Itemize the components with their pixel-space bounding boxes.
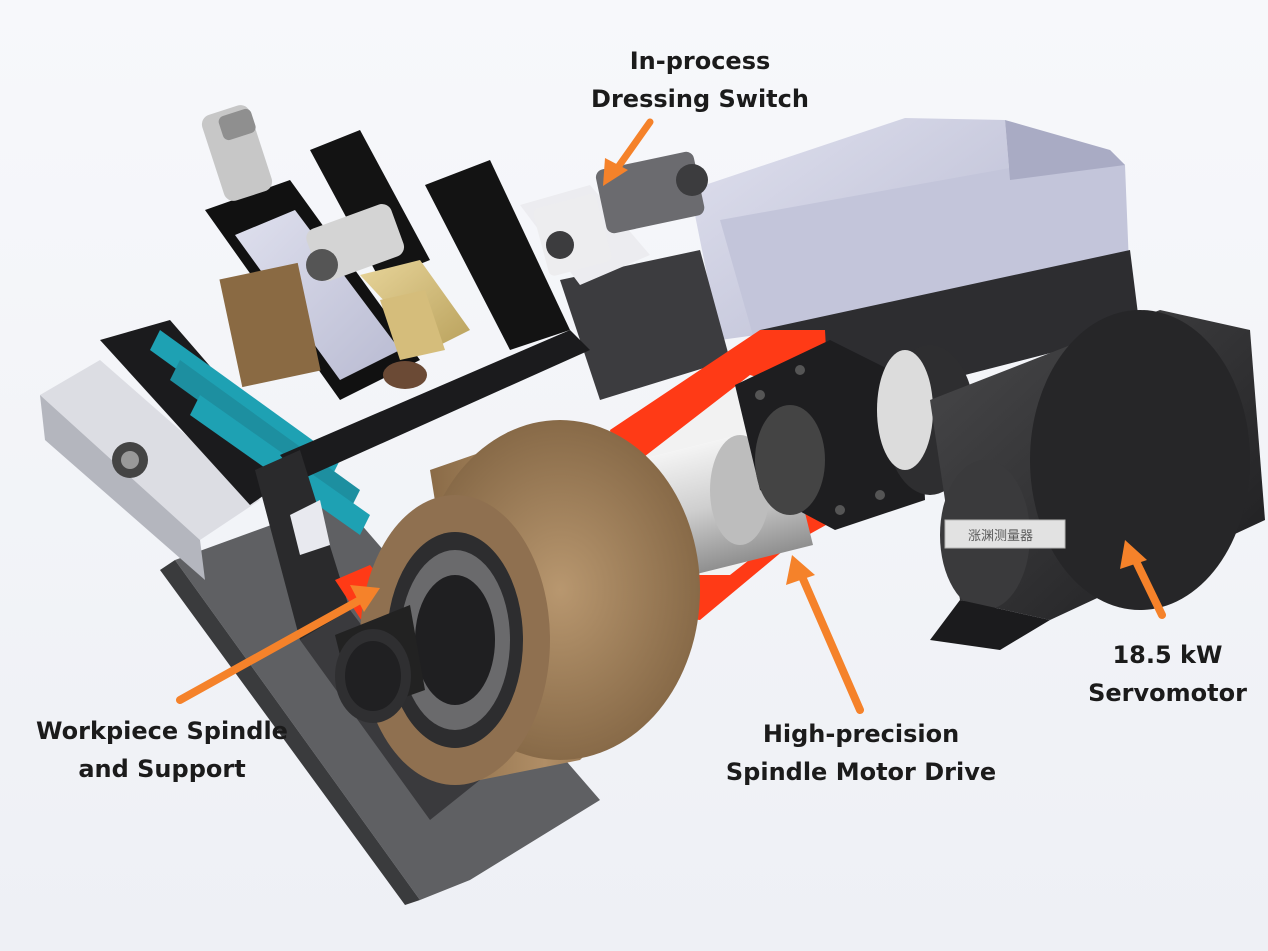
label-dressing-switch-line2: Dressing Switch <box>591 85 809 113</box>
label-servomotor-line2: Servomotor <box>1088 679 1247 707</box>
dressing-switch <box>533 151 708 276</box>
arrow-spindle-motor-drive <box>786 555 864 714</box>
label-workpiece-spindle: Workpiece Spindle and Support <box>22 712 302 788</box>
label-workpiece-spindle-line2: and Support <box>78 755 246 783</box>
label-dressing-switch-line1: In-process <box>629 47 771 75</box>
label-servomotor-line1: 18.5 kW <box>1112 641 1223 669</box>
arrow-workpiece-spindle <box>176 585 380 704</box>
label-spindle-motor-drive: High-precision Spindle Motor Drive <box>718 715 1004 791</box>
watermark-badge <box>944 519 1066 549</box>
arrow-servomotor <box>1120 540 1166 619</box>
workpiece-spindle <box>335 532 523 748</box>
left-slide-assembly <box>40 320 370 580</box>
label-servomotor: 18.5 kW Servomotor <box>1085 636 1250 712</box>
top-fittings <box>201 105 405 281</box>
label-spindle-motor-drive-line2: Spindle Motor Drive <box>725 758 997 786</box>
arrow-dressing-switch <box>603 118 654 186</box>
label-spindle-motor-drive-line1: High-precision <box>762 720 960 748</box>
label-dressing-switch: In-process Dressing Switch <box>570 42 830 118</box>
label-workpiece-spindle-line1: Workpiece Spindle <box>36 717 288 745</box>
spindle-bearing-block <box>735 340 925 530</box>
watermark-text: 涨渊测量器 <box>968 529 1034 544</box>
dressing-arm <box>360 260 470 389</box>
